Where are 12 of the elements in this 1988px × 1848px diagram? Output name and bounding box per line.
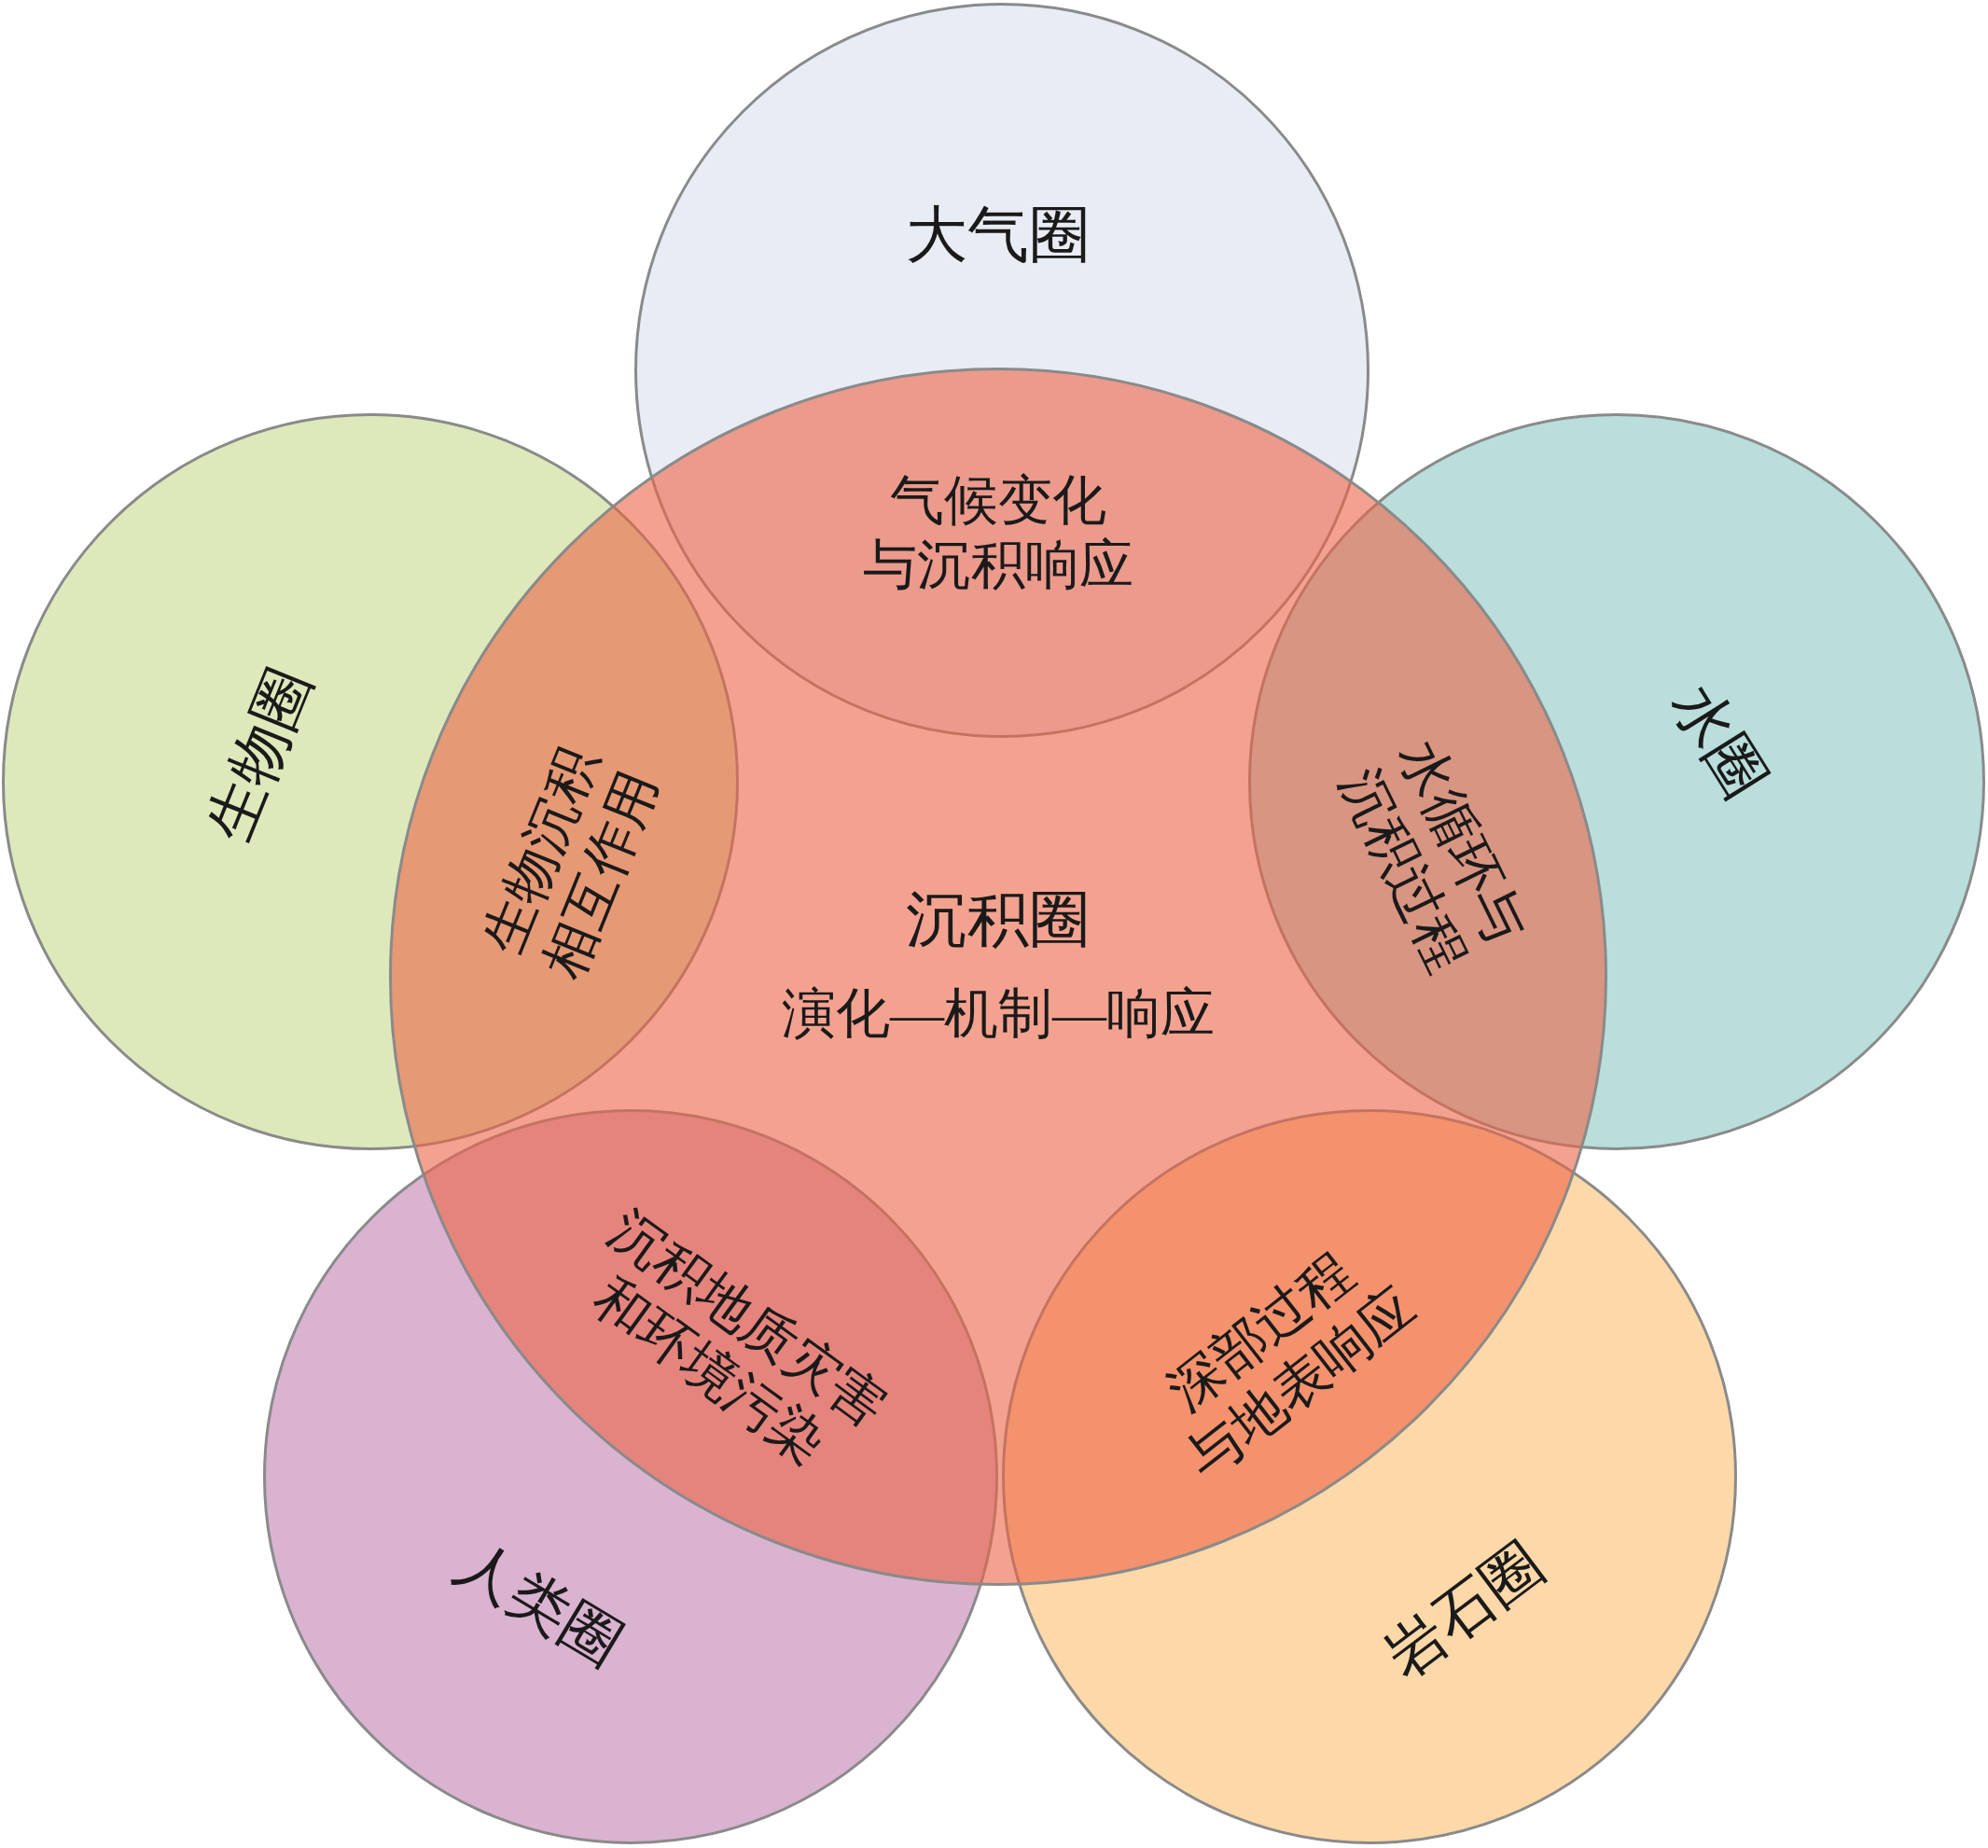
center-title: 沉积圈 [906, 883, 1091, 955]
sphere-name: 大气圈 [906, 199, 1091, 271]
sphere-name: 岩石圈 [1371, 1528, 1557, 1692]
overlap-label: 水循环与沉积过程 [1328, 729, 1538, 981]
overlap-label: 生物沉积相互作用 [470, 737, 671, 987]
center-subtitle: 演化—机制—响应 [782, 982, 1215, 1046]
sphere-name: 生物圈 [194, 658, 326, 852]
sphere-name: 水圈 [1658, 672, 1780, 812]
overlap-label: 深部过程与地表响应 [1156, 1239, 1427, 1492]
overlap-label: 气候变化与沉积响应 [863, 468, 1133, 598]
overlap-label: 沉积地质灾害和环境污染 [581, 1197, 898, 1477]
sphere-name: 人类圈 [444, 1527, 635, 1679]
